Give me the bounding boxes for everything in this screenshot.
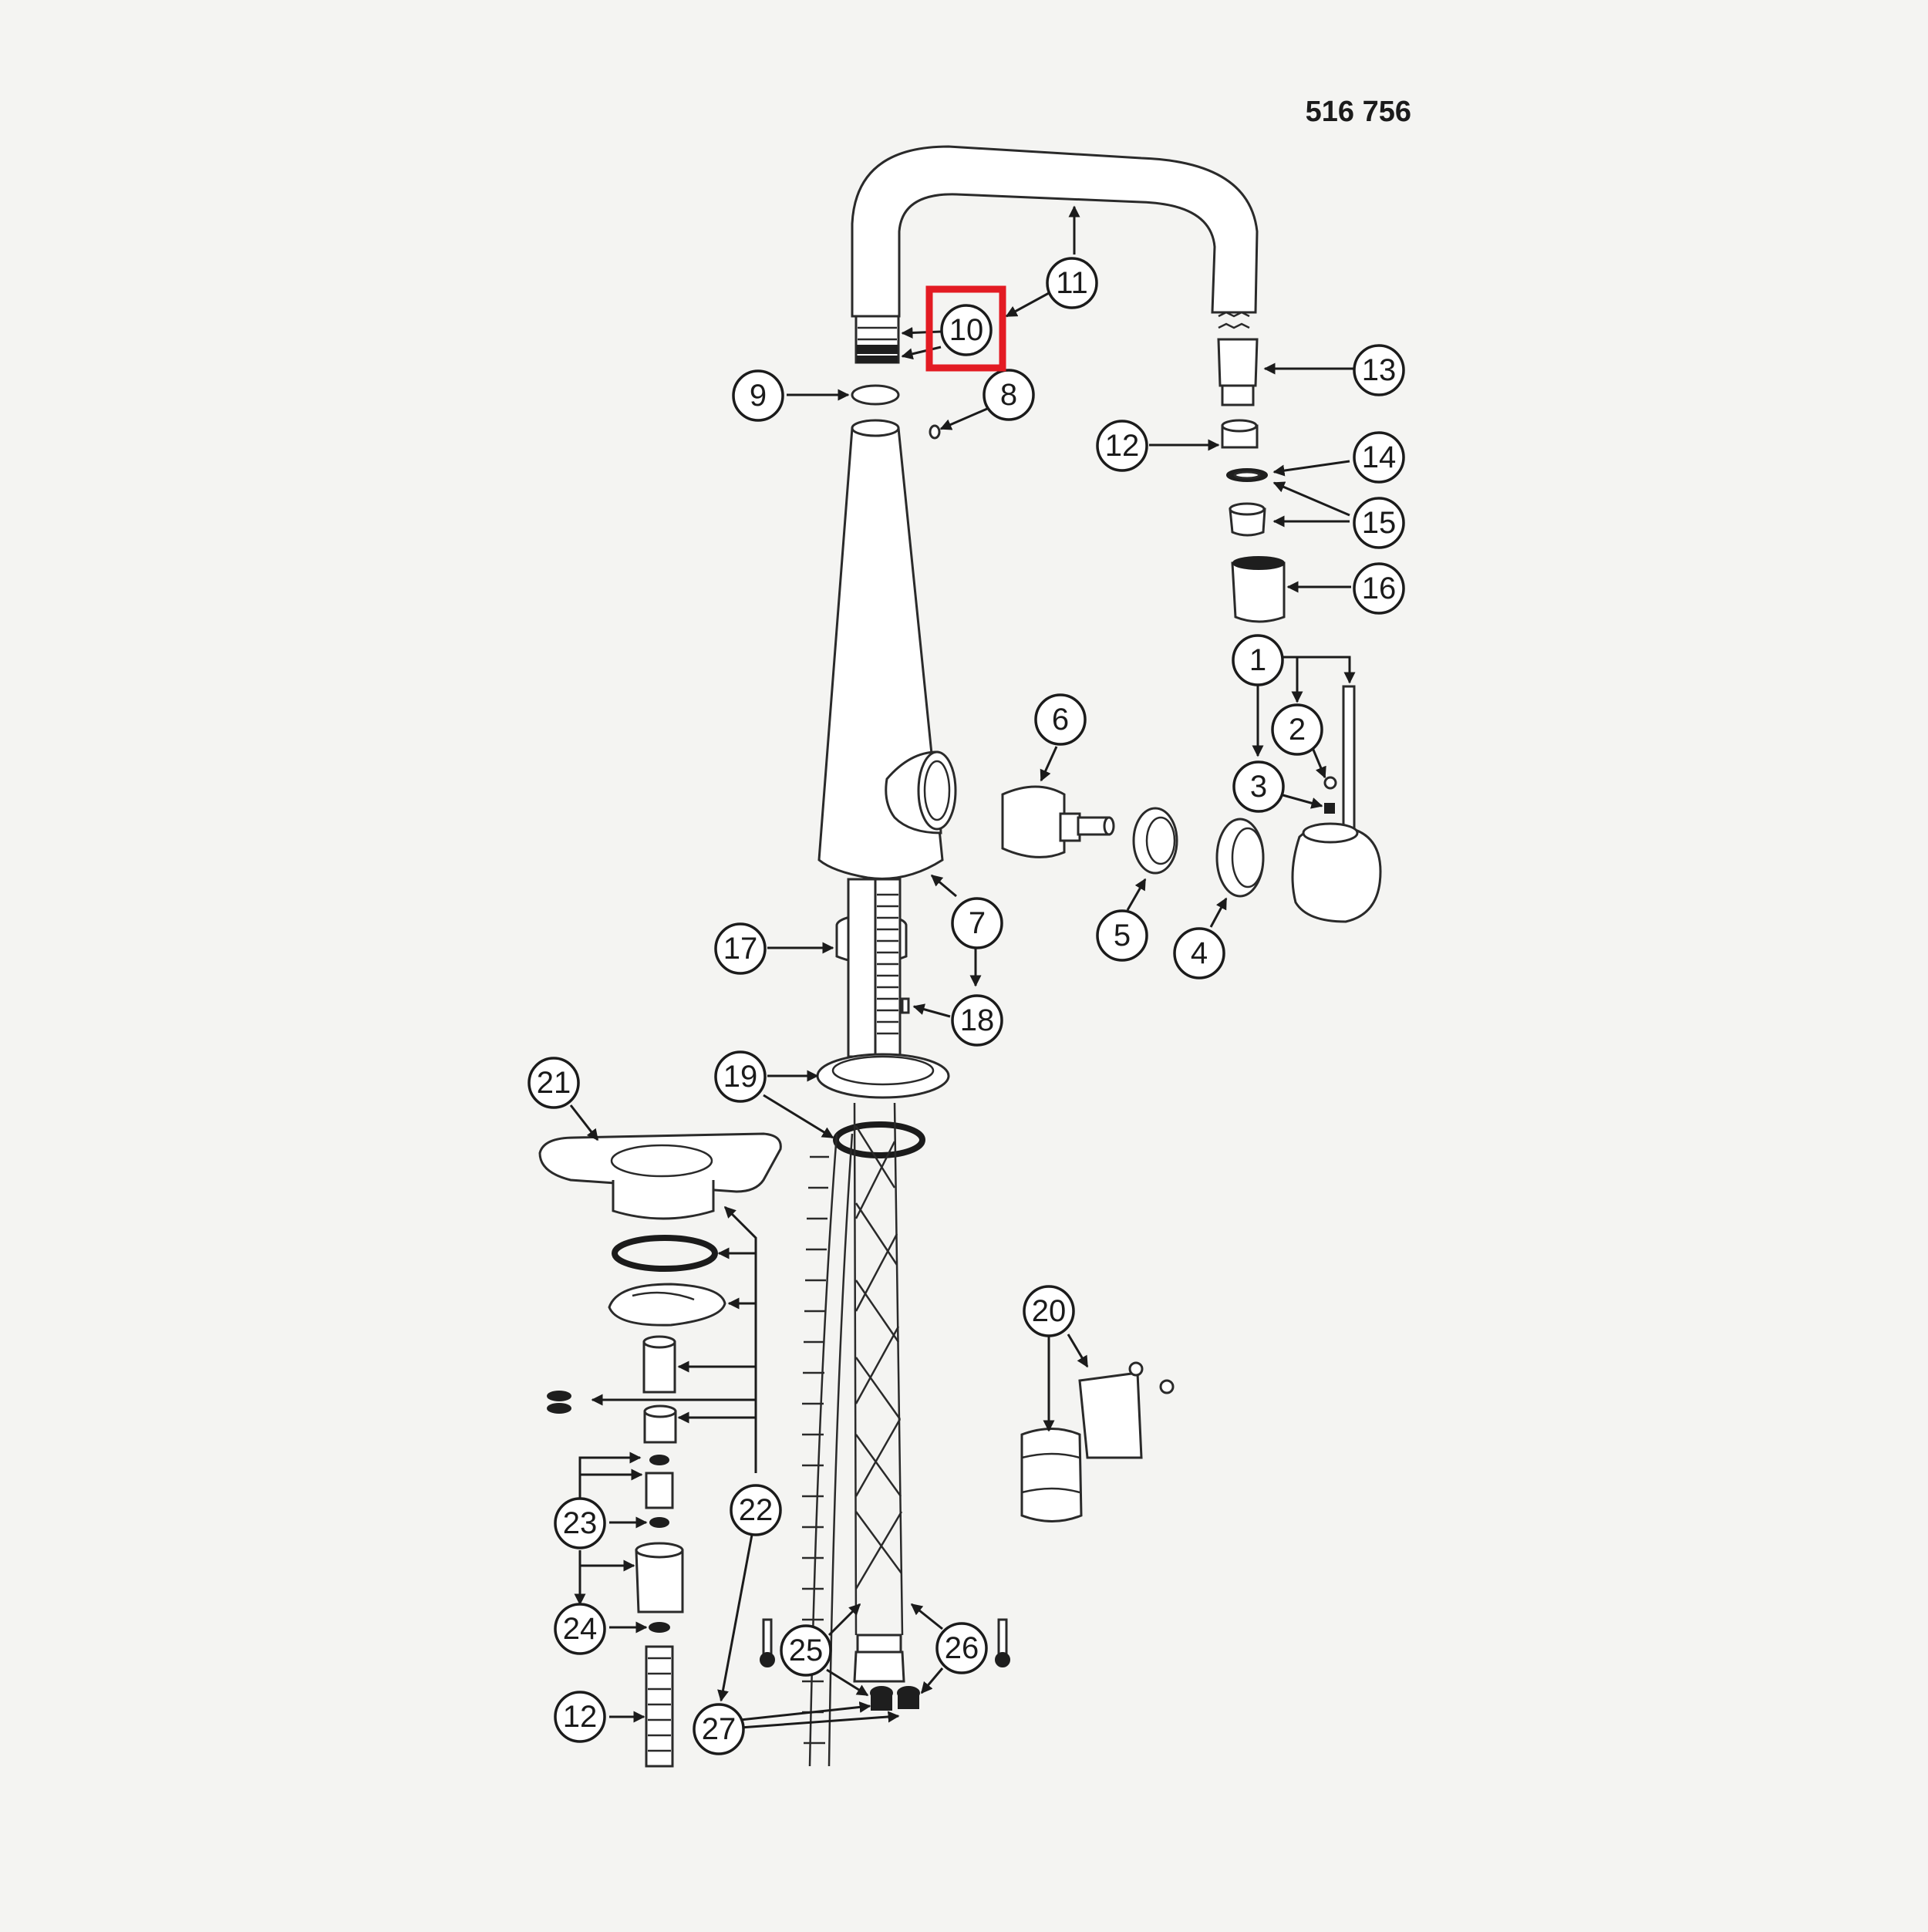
part-22-nut xyxy=(643,1404,677,1444)
part-16-sleeve xyxy=(1231,556,1286,623)
svg-text:13: 13 xyxy=(1362,353,1397,387)
svg-text:11: 11 xyxy=(1056,266,1088,300)
part-19-o-ring xyxy=(833,1121,925,1158)
part-9-ring xyxy=(851,384,900,406)
svg-text:22: 22 xyxy=(739,1493,774,1527)
spout-threaded-end-left xyxy=(854,315,900,364)
svg-text:6: 6 xyxy=(1052,703,1069,737)
part-5-nut xyxy=(1132,807,1178,875)
svg-text:1: 1 xyxy=(1249,643,1266,677)
svg-text:27: 27 xyxy=(702,1712,736,1746)
svg-text:23: 23 xyxy=(563,1506,598,1540)
leader-lines xyxy=(569,205,1356,1729)
hot-water-thermometer-icon xyxy=(995,1618,1010,1667)
svg-text:24: 24 xyxy=(563,1612,598,1646)
callout-10[interactable]: 10 xyxy=(940,304,993,356)
svg-text:19: 19 xyxy=(723,1060,758,1094)
part-1-handle xyxy=(1291,685,1382,923)
part-20-clamp xyxy=(1020,1361,1175,1522)
part-22-gasket xyxy=(612,1235,718,1272)
callout-19[interactable]: 19 xyxy=(714,1050,767,1103)
callout-18[interactable]: 18 xyxy=(951,994,1003,1047)
svg-text:9: 9 xyxy=(750,379,767,413)
callout-27[interactable]: 27 xyxy=(693,1703,745,1755)
svg-text:3: 3 xyxy=(1250,770,1267,804)
svg-text:4: 4 xyxy=(1191,936,1208,970)
callout-3[interactable]: 3 xyxy=(1232,760,1285,813)
part-18-pin xyxy=(901,997,910,1014)
highlight-box xyxy=(925,285,1006,372)
part-8-set-screw xyxy=(929,424,941,440)
callout-12-lower[interactable]: 12 xyxy=(554,1691,606,1743)
svg-text:5: 5 xyxy=(1114,919,1131,953)
callout-1[interactable]: 1 xyxy=(1232,634,1284,686)
svg-text:18: 18 xyxy=(960,1003,995,1037)
svg-text:10: 10 xyxy=(949,313,984,347)
svg-text:16: 16 xyxy=(1362,572,1397,605)
faucet-body xyxy=(817,419,957,880)
part-22-washers xyxy=(547,1391,571,1414)
callout-14[interactable]: 14 xyxy=(1353,431,1405,484)
callout-4[interactable]: 4 xyxy=(1173,927,1225,979)
part-12-adapter-lower xyxy=(645,1645,674,1768)
mounting-shank xyxy=(847,878,902,1058)
part-27-check-valves xyxy=(870,1686,920,1711)
callout-17[interactable]: 17 xyxy=(714,922,767,975)
part-4-cap-ring xyxy=(1215,818,1265,898)
callout-8[interactable]: 8 xyxy=(983,369,1035,421)
part-15-aerator xyxy=(1229,502,1266,537)
svg-text:7: 7 xyxy=(969,906,986,940)
callout-6[interactable]: 6 xyxy=(1034,693,1087,746)
part-24-washer xyxy=(649,1622,670,1633)
svg-text:17: 17 xyxy=(723,932,758,966)
callout-9[interactable]: 9 xyxy=(732,369,784,422)
callout-21[interactable]: 21 xyxy=(528,1057,580,1109)
part-22-horseshoe-washer xyxy=(608,1283,726,1327)
callout-26[interactable]: 26 xyxy=(935,1622,988,1674)
catalog-number: 516 756 xyxy=(1306,96,1411,128)
callout-16[interactable]: 16 xyxy=(1353,562,1405,615)
callout-5[interactable]: 5 xyxy=(1096,909,1148,962)
svg-text:21: 21 xyxy=(537,1066,571,1100)
callout-2[interactable]: 2 xyxy=(1271,703,1323,756)
callout-13[interactable]: 13 xyxy=(1353,344,1405,396)
svg-text:12: 12 xyxy=(563,1700,598,1734)
spout-threaded-end-right xyxy=(1217,311,1259,406)
svg-text:8: 8 xyxy=(1000,378,1017,412)
part-22-sleeve xyxy=(642,1335,676,1394)
part-23-fittings xyxy=(635,1455,684,1613)
callout-24[interactable]: 24 xyxy=(554,1603,606,1655)
svg-text:12: 12 xyxy=(1105,429,1140,463)
part-19-base-plate xyxy=(816,1053,950,1099)
svg-text:25: 25 xyxy=(789,1634,824,1667)
callout-11[interactable]: 11 xyxy=(1046,257,1098,309)
svg-text:26: 26 xyxy=(945,1631,979,1665)
part-12-adapter-upper xyxy=(1221,419,1259,449)
svg-text:2: 2 xyxy=(1289,713,1306,747)
svg-text:20: 20 xyxy=(1032,1294,1067,1328)
cold-water-thermometer-icon xyxy=(760,1618,775,1667)
part-14-washer-hole xyxy=(1233,470,1261,480)
svg-text:14: 14 xyxy=(1362,440,1397,474)
callout-22[interactable]: 22 xyxy=(730,1484,782,1536)
braided-hoses xyxy=(802,1102,904,1767)
callout-23[interactable]: 23 xyxy=(554,1497,606,1549)
hose-end-nut xyxy=(853,1634,905,1683)
svg-text:15: 15 xyxy=(1362,506,1397,540)
part-21-escutcheon xyxy=(538,1132,782,1220)
callout-25[interactable]: 25 xyxy=(780,1624,832,1677)
spout-tube xyxy=(851,145,1259,318)
callout-12-upper[interactable]: 12 xyxy=(1096,420,1148,472)
callout-7[interactable]: 7 xyxy=(951,897,1003,949)
part-6-cartridge xyxy=(1001,785,1115,858)
callout-20[interactable]: 20 xyxy=(1023,1285,1075,1337)
callout-15[interactable]: 15 xyxy=(1353,497,1405,549)
